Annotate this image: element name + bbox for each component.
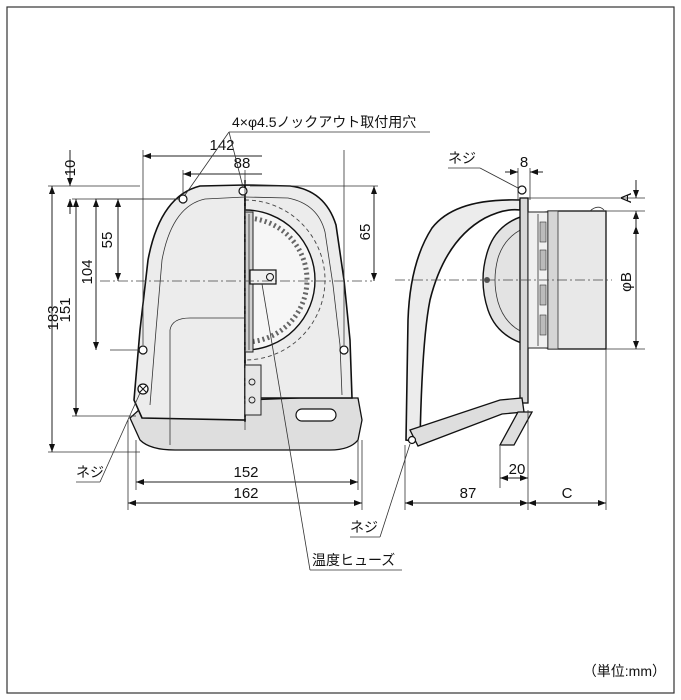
base-slot (295, 408, 337, 422)
knockout-hole (238, 186, 248, 196)
front-view-dimensions: 10 183 151 104 55 65 142 (45, 137, 378, 510)
dim-55: 55 (99, 232, 116, 249)
dim-20: 20 (509, 461, 526, 478)
front-view (129, 180, 363, 451)
knockout-hole (138, 345, 148, 355)
callout-screw-left: ネジ (76, 464, 104, 480)
side-view-dimensions: 8 A φB 20 87 C (404, 154, 645, 510)
dim-8: 8 (520, 154, 528, 171)
dim-152: 152 (233, 464, 258, 481)
side-view (405, 185, 607, 447)
knockout-hole (178, 194, 188, 204)
side-view-hood (405, 199, 521, 443)
callouts: 4×φ4.5ノックアウト取付用穴 ネジ ネジ ネジ 温度ヒューズ (76, 114, 519, 571)
dim-88: 88 (234, 155, 251, 172)
callout-knockout-holes: 4×φ4.5ノックアウト取付用穴 (232, 114, 416, 130)
dim-10: 10 (62, 160, 79, 177)
dim-142: 142 (209, 137, 234, 154)
dim-65: 65 (357, 224, 374, 241)
side-view-wall-plate (519, 197, 529, 404)
dim-162: 162 (233, 485, 258, 502)
knockout-hole (339, 345, 349, 355)
callout-screw-top: ネジ (448, 150, 476, 166)
dim-87: 87 (460, 485, 477, 502)
dim-104: 104 (79, 259, 96, 284)
front-view-hood-left (133, 184, 246, 421)
dim-C: C (562, 485, 573, 502)
dim-183: 183 (45, 305, 62, 330)
dim-A: A (618, 193, 635, 203)
callout-temperature-fuse: 温度ヒューズ (312, 552, 395, 568)
screw-top-icon (517, 185, 527, 195)
callout-screw-bottom: ネジ (350, 519, 378, 535)
dim-151: 151 (57, 297, 74, 322)
temperature-fuse-body (249, 269, 277, 285)
screw-bottom-icon (407, 435, 417, 445)
unit-note: （単位:mm） (583, 663, 666, 679)
dim-phiB: φB (618, 272, 635, 292)
drawing-frame (6, 6, 675, 694)
